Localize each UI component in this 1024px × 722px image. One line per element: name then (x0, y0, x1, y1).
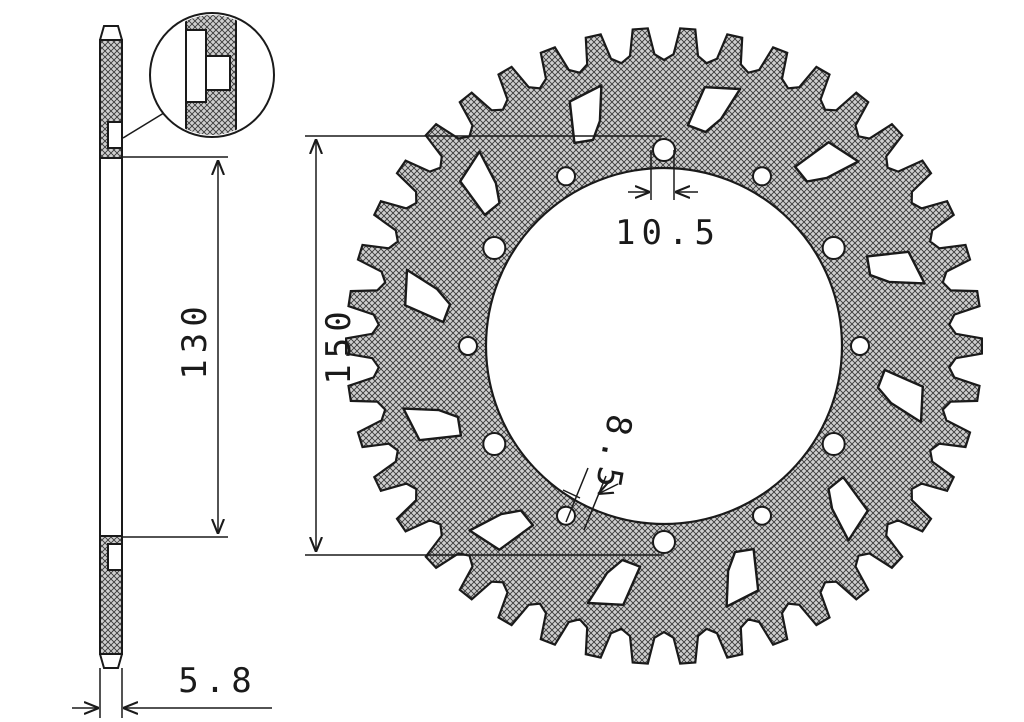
lightening-slot (586, 558, 642, 606)
lightening-slot (876, 368, 924, 424)
bolt-hole (850, 336, 870, 356)
lightening-slot (686, 86, 742, 134)
dim-150: 150 (305, 135, 662, 556)
lightening-slot (793, 141, 860, 183)
dim-10.5-label: 10.5 (615, 213, 721, 253)
lightening-slot (459, 150, 501, 217)
dim-130: 130 (122, 156, 228, 538)
dim-8.5-label: 8.5 (586, 411, 639, 496)
lightening-slot (865, 250, 926, 285)
lightening-slot (725, 547, 760, 608)
bolt-holes (458, 138, 870, 554)
lightening-slot (404, 268, 452, 324)
lightening-slot (468, 509, 535, 551)
lightening-slot (568, 84, 603, 145)
lightening-slot (827, 475, 869, 542)
dim-5.8-label: 5.8 (178, 661, 257, 701)
lightening-cutouts (402, 84, 926, 608)
bolt-hole (821, 236, 846, 260)
bolt-hole (652, 530, 676, 554)
side-tooth-bottom (99, 653, 123, 669)
dim-10.5: 10.5 (615, 150, 721, 253)
bolt-hole (482, 236, 507, 260)
bolt-hole (752, 166, 772, 187)
front-view (345, 27, 983, 665)
side-tooth-top (99, 25, 123, 41)
dim-130-label: 130 (175, 300, 215, 379)
bolt-hole (556, 166, 576, 187)
dim-5.8: 5.8 (72, 661, 272, 718)
lightening-slot (402, 407, 463, 442)
bolt-hole (458, 336, 478, 356)
side-notch-top (107, 121, 123, 149)
detail-callout (122, 12, 275, 139)
side-view (99, 25, 123, 669)
dim-150-label: 150 (319, 305, 359, 384)
sprocket-body (345, 27, 983, 665)
bolt-hole (482, 432, 507, 456)
bolt-hole (652, 138, 676, 162)
side-notch-bottom (107, 543, 123, 571)
bolt-hole (752, 505, 772, 526)
bolt-hole (821, 432, 846, 456)
